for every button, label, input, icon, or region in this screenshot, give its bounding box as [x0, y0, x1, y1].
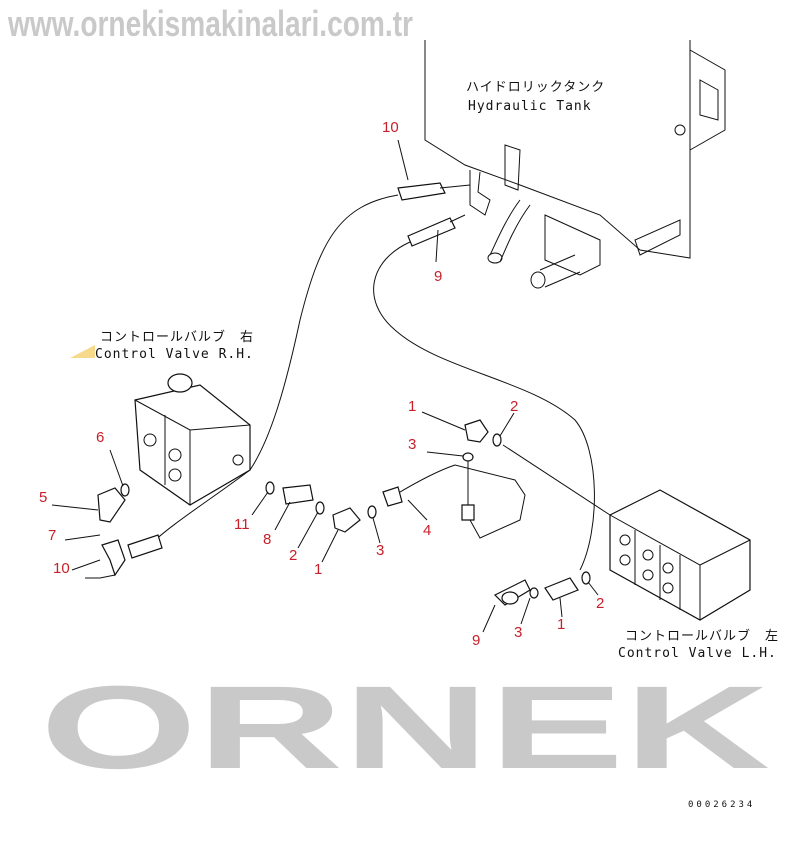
hose-9-nut: [501, 591, 519, 605]
callout-9-tank: 9: [434, 268, 442, 285]
tank-label-en: Hydraulic Tank: [468, 99, 592, 114]
callout-9-lh: 9: [472, 632, 480, 649]
o-ring-11: [265, 481, 275, 495]
hydraulic-tank: [424, 40, 726, 289]
callout-1-lh: 1: [557, 616, 565, 633]
elbow-1-rh: [332, 507, 361, 533]
elbow-5: [97, 487, 126, 523]
o-ring-6: [120, 483, 130, 497]
hose-9-fitting: [407, 217, 456, 247]
o-ring-2: [492, 433, 502, 447]
tube-4-fitting: [461, 504, 475, 521]
callout-2-lh: 2: [596, 595, 604, 612]
watermark-brand: ORNEK: [40, 662, 770, 794]
callout-8: 8: [263, 531, 271, 548]
o-ring-2-rh: [315, 501, 325, 515]
valve-rh-label-en: Control Valve R.H.: [95, 347, 254, 362]
callout-2-mid: 2: [510, 398, 518, 415]
drawing-number: 00026234: [688, 800, 755, 810]
tank-label-jp: ハイドロリックタンク: [466, 80, 605, 95]
hose-10-sleeve: [127, 534, 163, 559]
callout-4: 4: [423, 522, 431, 539]
callout-10-rh: 10: [53, 560, 70, 577]
callout-11: 11: [234, 516, 250, 533]
hose-10-line: [249, 194, 399, 471]
callout-7: 7: [48, 527, 56, 544]
o-ring-3: [462, 452, 474, 462]
hose-10-end: [101, 539, 126, 577]
callout-5: 5: [39, 489, 47, 506]
o-ring-2-lh: [581, 571, 591, 585]
watermark-accent: [70, 345, 95, 358]
callout-3-rh: 3: [376, 542, 384, 559]
valve-lh-label-jp: コントロールバルブ 左: [625, 628, 779, 644]
o-ring-3-lh: [529, 587, 539, 599]
control-valve-rh: [134, 373, 251, 506]
callout-3-lh: 3: [514, 624, 522, 641]
elbow-fitting-1: [464, 419, 489, 443]
leader-lines: [51, 139, 599, 633]
callout-3-mid: 3: [408, 436, 416, 453]
valve-lh-label-en: Control Valve L.H.: [618, 646, 777, 661]
control-valve-lh: [609, 489, 751, 621]
valve-rh-label-jp: コントロールバルブ 右: [100, 329, 254, 345]
hose-9-line: [373, 241, 595, 571]
watermark-url: www.ornekismakinalari.com.tr: [7, 3, 413, 44]
hose-10-fitting: [397, 182, 446, 201]
callout-1-mid: 1: [408, 398, 416, 415]
callout-2-rh: 2: [289, 547, 297, 564]
callout-10-tank: 10: [382, 119, 399, 136]
callout-6: 6: [96, 429, 104, 446]
callout-1-rh: 1: [314, 561, 322, 578]
elbow-1-lh: [544, 577, 579, 601]
o-ring-3-rh: [367, 505, 377, 519]
tube-4-end: [382, 486, 403, 507]
connector-8: [282, 484, 314, 505]
